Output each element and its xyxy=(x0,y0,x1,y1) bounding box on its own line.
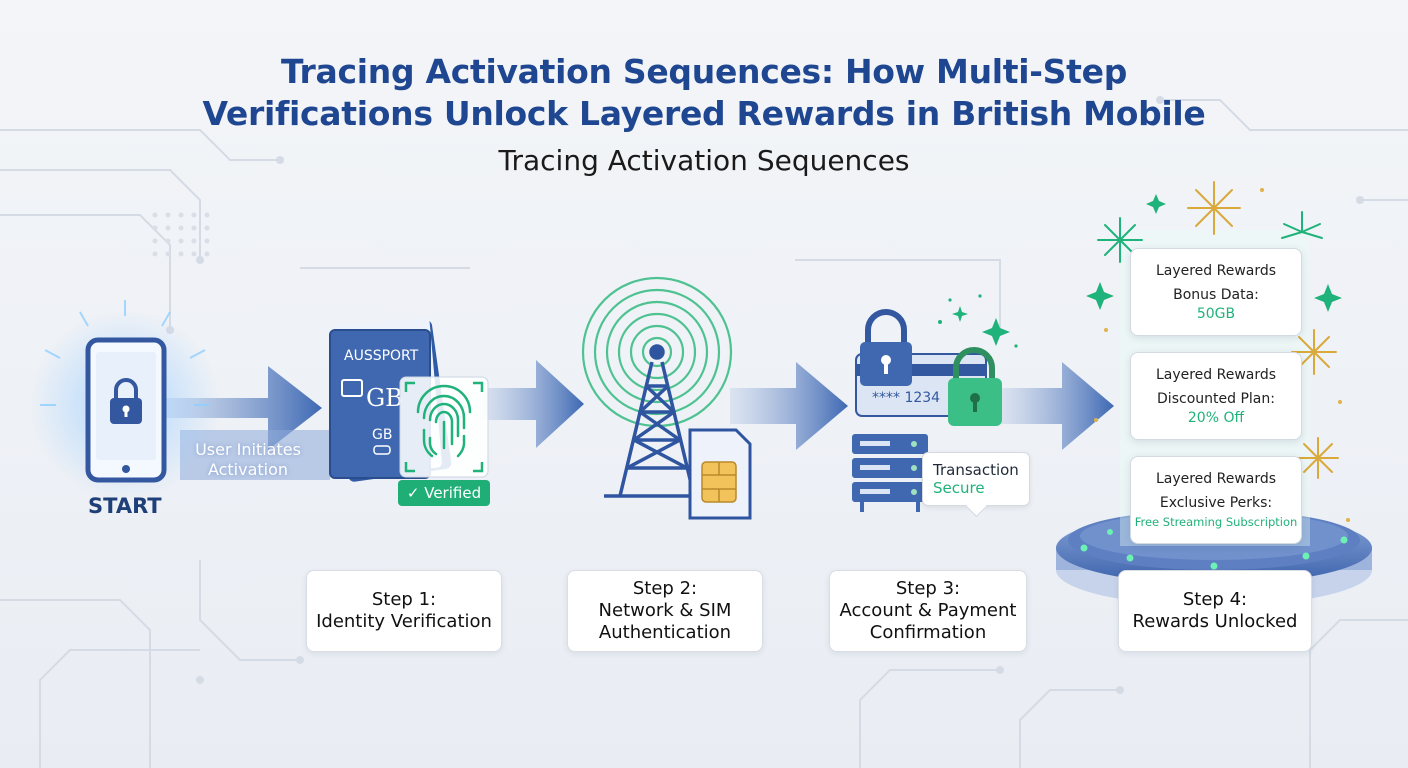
step-name: Account & Payment xyxy=(839,600,1017,621)
verified-text: ✓ Verified xyxy=(407,484,481,502)
step-name: Network & SIM xyxy=(598,600,732,621)
reward-value: 20% Off xyxy=(1187,410,1245,426)
transaction-line2: Secure xyxy=(933,479,985,497)
reward-card-discounted-plan: Layered Rewards Discounted Plan: 20% Off xyxy=(1130,352,1302,440)
step-number: Step 3: xyxy=(895,578,961,599)
reward-label: Bonus Data: xyxy=(1173,287,1259,303)
arrow-step3-to-step4 xyxy=(1000,362,1114,450)
arrow-step1-to-step2 xyxy=(480,360,584,448)
step-3-label: Step 3: Account & Payment Confirmation xyxy=(829,570,1027,652)
reward-title: Layered Rewards xyxy=(1155,263,1277,279)
start-arrow-text: User Initiates Activation xyxy=(195,440,301,479)
padlock-icon-green xyxy=(948,347,1002,426)
step-name: Identity Verification xyxy=(316,611,492,632)
passport-country-small: GB xyxy=(372,427,392,443)
server-icon xyxy=(852,434,928,512)
step-4-label: Step 4: Rewards Unlocked xyxy=(1118,570,1312,652)
transaction-line1: Transaction xyxy=(933,461,1019,479)
locked-phone-icon xyxy=(30,300,220,500)
start-label: START xyxy=(88,494,162,518)
reward-card-bonus-data: Layered Rewards Bonus Data: 50GB xyxy=(1130,248,1302,336)
step-number: Step 4: xyxy=(1182,589,1248,610)
cell-tower-icon xyxy=(604,344,710,498)
subtitle: Tracing Activation Sequences xyxy=(498,144,910,177)
initiate-band xyxy=(180,430,330,480)
step-name: Rewards Unlocked xyxy=(1132,611,1298,632)
padlock-icon-blue xyxy=(860,309,912,386)
reward-value: 50GB xyxy=(1196,306,1236,322)
passport-cover-text: AUSSPORT xyxy=(344,348,419,364)
title-line-2: Verifications Unlock Layered Rewards in … xyxy=(202,94,1206,133)
arrow-start-to-step1 xyxy=(150,366,322,450)
reward-label: Exclusive Perks: xyxy=(1159,495,1273,511)
step-1-label: Step 1: Identity Verification xyxy=(306,570,502,652)
reward-title: Layered Rewards xyxy=(1155,471,1277,487)
reward-value: Free Streaming Subscription xyxy=(1134,515,1298,529)
sim-card-icon xyxy=(688,428,752,520)
reward-label: Discounted Plan: xyxy=(1157,391,1275,407)
step-2-label: Step 2: Network & SIM Authentication xyxy=(567,570,763,652)
step-number: Step 2: xyxy=(632,578,698,599)
fireworks-icon xyxy=(1086,181,1350,522)
step-name-line2: Confirmation xyxy=(869,622,987,643)
passport-country: GB xyxy=(366,384,403,412)
title-line-1: Tracing Activation Sequences: How Multi-… xyxy=(280,52,1128,91)
transaction-bubble: Transaction Secure xyxy=(922,452,1030,506)
arrow-step2-to-step3 xyxy=(730,362,848,450)
step-number: Step 1: xyxy=(371,589,437,610)
reward-card-exclusive-perks: Layered Rewards Exclusive Perks: Free St… xyxy=(1130,456,1302,544)
reward-title: Layered Rewards xyxy=(1155,367,1277,383)
sparkle-icon xyxy=(938,294,1018,348)
verified-badge: ✓ Verified xyxy=(398,480,490,506)
step-name-line2: Authentication xyxy=(598,622,732,643)
fingerprint-icon xyxy=(399,376,489,478)
card-number: **** 1234 xyxy=(872,390,940,406)
